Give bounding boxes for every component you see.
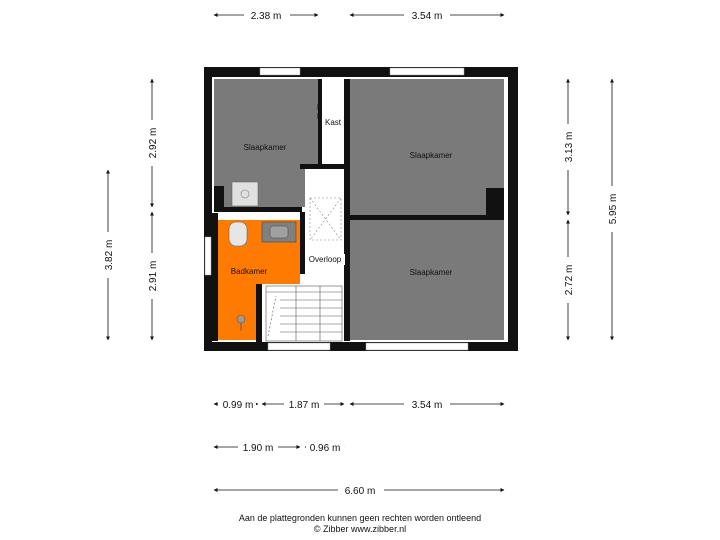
closet [322, 79, 344, 165]
bedroom-top-right [350, 79, 504, 215]
bathroom [217, 220, 300, 340]
dimension-labels: 2.38 m 3.54 m 3.82 m 2.92 m 2.91 m 3.13 … [101, 8, 619, 497]
dim-left-lower: 2.91 m [148, 261, 159, 292]
landing [305, 169, 344, 286]
bedroom-bottom-right [350, 220, 504, 340]
label-bathroom: Badkamer [231, 267, 268, 276]
toilet-icon [228, 221, 248, 247]
disclaimer-text: Aan de plattegronden kunnen geen rechten… [238, 513, 482, 523]
shower-drain-icon [236, 314, 246, 331]
dim-bottom1-c: 3.54 m [412, 400, 443, 411]
dim-right-lower: 2.72 m [564, 265, 575, 296]
washbasin-icon [231, 181, 259, 207]
interior-walls [212, 79, 504, 342]
dim-left-outer: 3.82 m [104, 240, 115, 271]
dim-bottom1-b: 1.87 m [289, 400, 320, 411]
bathroom-sink-icon [261, 221, 297, 243]
staircase [265, 285, 343, 342]
label-bedroom-bottom-right: Slaapkamer [410, 268, 453, 277]
label-landing: Overloop [309, 255, 342, 264]
label-bedroom-top-left: Slaapkamer [244, 143, 287, 152]
dim-right-upper: 3.13 m [564, 132, 575, 163]
copyright-text: © Zibber www.zibber.nl [313, 524, 407, 534]
dim-bottom2-b: 0.96 m [310, 443, 341, 454]
bedroom-top-left [214, 79, 318, 207]
dim-bottom1-a: 0.99 m [223, 400, 254, 411]
label-closet: Kast [325, 118, 342, 127]
dim-bottom-total: 6.60 m [345, 486, 376, 497]
dim-top-left: 2.38 m [251, 11, 282, 22]
dim-bottom2-a: 1.90 m [243, 443, 274, 454]
dim-right-outer: 5.95 m [608, 194, 619, 225]
dim-left-upper: 2.92 m [148, 128, 159, 159]
label-bedroom-top-right: Slaapkamer [410, 151, 453, 160]
dim-top-right: 3.54 m [412, 11, 443, 22]
